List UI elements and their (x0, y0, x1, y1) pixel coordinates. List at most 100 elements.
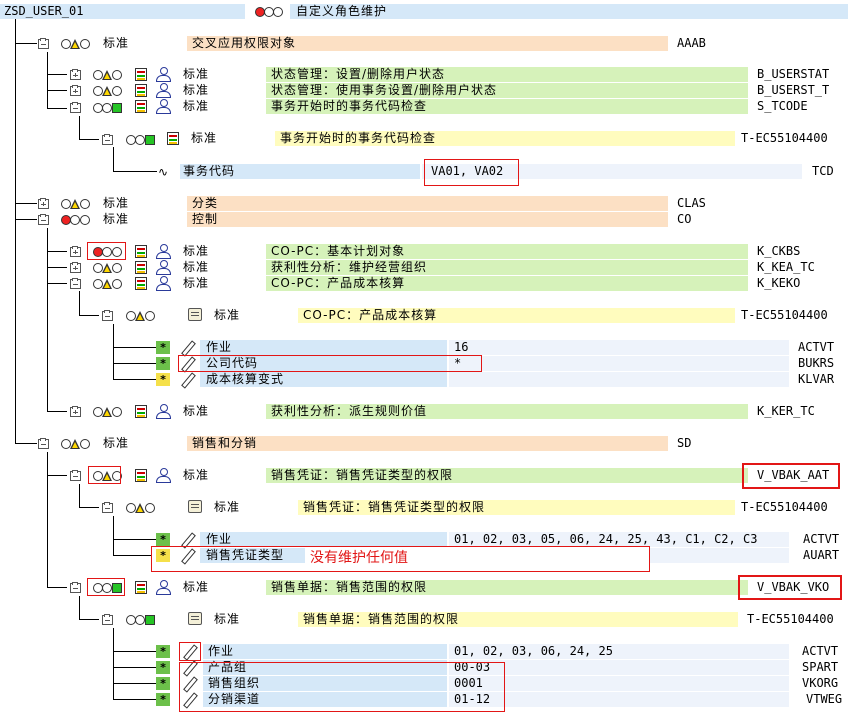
expand-icon[interactable] (70, 69, 81, 80)
pencil-icon[interactable] (181, 373, 195, 387)
field-value[interactable]: 0001 (454, 676, 483, 690)
field-code: BUKRS (798, 356, 835, 370)
traffic-light-yellow-icon[interactable] (61, 39, 90, 49)
traffic-light-yellow-icon[interactable] (93, 407, 122, 417)
node-text: 获利性分析：维护经营组织 (271, 260, 428, 274)
field-value-bar (449, 644, 789, 659)
field-value[interactable]: 01, 02, 03, 06, 24, 25 (454, 644, 613, 658)
field-code: ACTVT (798, 340, 835, 354)
collapse-icon[interactable] (102, 134, 113, 145)
collapse-icon[interactable] (38, 214, 49, 225)
person-icon[interactable] (155, 276, 171, 291)
annotation-box (178, 355, 482, 372)
expand-icon[interactable] (70, 406, 81, 417)
pencil-icon[interactable] (181, 533, 195, 547)
traffic-light-yellow-icon[interactable] (93, 279, 122, 289)
traffic-light-green-icon[interactable] (126, 615, 155, 625)
traffic-light-red-icon[interactable] (61, 215, 90, 225)
standard-label: 标准 (214, 308, 241, 322)
node-code: V_VBAK_AAT (757, 468, 830, 482)
status-yellow-star: * (156, 373, 170, 386)
field-value[interactable]: 01, 02, 03, 05, 06, 24, 25, 43, C1, C2, … (454, 532, 758, 546)
traffic-light-yellow-icon[interactable] (126, 311, 155, 321)
expand-icon[interactable] (70, 85, 81, 96)
scroll-icon[interactable] (188, 612, 202, 625)
traffic-light-red-icon[interactable] (93, 247, 122, 257)
field-code: AUART (803, 548, 840, 562)
field-value[interactable]: * (454, 356, 462, 370)
field-code: ACTVT (802, 644, 839, 658)
field-value[interactable]: VA01, VA02 (431, 164, 504, 178)
pencil-icon[interactable] (181, 341, 195, 355)
traffic-light-green-icon[interactable] (93, 583, 122, 593)
annotation-box (87, 242, 126, 260)
node-bar (187, 36, 668, 51)
expand-icon[interactable] (70, 246, 81, 257)
traffic-light-yellow-icon[interactable] (126, 503, 155, 513)
traffic-light-red-icon[interactable] (255, 7, 283, 17)
field-label: 产品组 (208, 660, 248, 674)
field-label: 作业 (206, 532, 233, 546)
document-icon[interactable] (135, 261, 147, 274)
person-icon[interactable] (155, 244, 171, 259)
scroll-icon[interactable] (188, 308, 202, 321)
traffic-light-yellow-icon[interactable] (93, 86, 122, 96)
field-value-bar (449, 692, 789, 707)
document-icon[interactable] (135, 245, 147, 258)
field-value-bar (449, 340, 789, 355)
person-icon[interactable] (155, 580, 171, 595)
node-bar (266, 404, 748, 419)
collapse-icon[interactable] (102, 502, 113, 513)
traffic-light-yellow-icon[interactable] (61, 439, 90, 449)
document-icon[interactable] (135, 277, 147, 290)
field-icon: ∿ (158, 165, 169, 179)
field-value[interactable]: 16 (454, 340, 469, 354)
field-code: SPART (802, 660, 839, 674)
field-value[interactable]: 01-12 (454, 692, 491, 706)
document-icon[interactable] (135, 469, 147, 482)
person-icon[interactable] (155, 67, 171, 82)
field-label-bar (200, 340, 447, 355)
collapse-icon[interactable] (70, 582, 81, 593)
document-icon[interactable] (135, 84, 147, 97)
node-text: 销售凭证：销售凭证类型的权限 (271, 468, 454, 482)
collapse-icon[interactable] (70, 278, 81, 289)
traffic-light-green-icon[interactable] (93, 103, 122, 113)
field-value[interactable]: 00-03 (454, 660, 491, 674)
collapse-icon[interactable] (38, 38, 49, 49)
root-code[interactable]: ZSD_USER_01 (4, 4, 84, 18)
document-icon[interactable] (135, 68, 147, 81)
document-icon[interactable] (135, 581, 147, 594)
expand-icon[interactable] (70, 262, 81, 273)
collapse-icon[interactable] (102, 310, 113, 321)
annotation-box (179, 662, 505, 712)
document-icon[interactable] (135, 405, 147, 418)
document-icon[interactable] (135, 100, 147, 113)
collapse-icon[interactable] (70, 470, 81, 481)
traffic-light-green-icon[interactable] (126, 135, 155, 145)
traffic-light-yellow-icon[interactable] (61, 199, 90, 209)
collapse-icon[interactable] (102, 614, 113, 625)
person-icon[interactable] (155, 404, 171, 419)
person-icon[interactable] (155, 260, 171, 275)
node-bar (298, 500, 735, 515)
node-text: 交叉应用权限对象 (192, 36, 297, 50)
node-code: K_CKBS (757, 244, 801, 258)
traffic-light-yellow-icon[interactable] (93, 70, 122, 80)
traffic-light-yellow-icon[interactable] (93, 263, 122, 273)
document-icon[interactable] (167, 132, 179, 145)
collapse-icon[interactable] (70, 102, 81, 113)
node-code: SD (677, 436, 692, 450)
field-label-bar (203, 676, 447, 691)
person-icon[interactable] (155, 99, 171, 114)
expand-icon[interactable] (38, 198, 49, 209)
field-label: 销售组织 (208, 676, 261, 690)
person-icon[interactable] (155, 83, 171, 98)
collapse-icon[interactable] (38, 438, 49, 449)
standard-label: 标准 (183, 99, 210, 113)
traffic-light-yellow-icon[interactable] (93, 471, 122, 481)
scroll-icon[interactable] (188, 500, 202, 513)
standard-label: 标准 (103, 196, 130, 210)
node-bar (266, 99, 748, 114)
person-icon[interactable] (155, 468, 171, 483)
